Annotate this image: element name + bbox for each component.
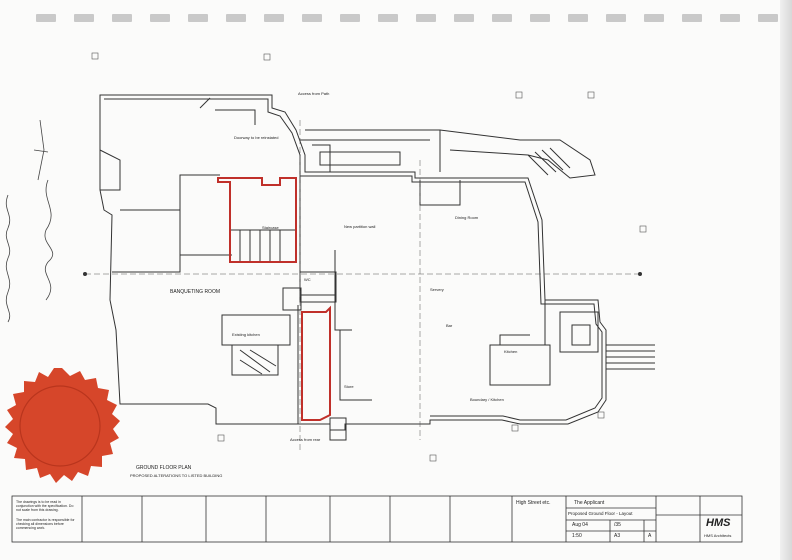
note-new-wall: New partition wall xyxy=(344,224,376,229)
title-block-frame xyxy=(11,495,743,543)
company-logo: HMS xyxy=(706,517,731,529)
note-right-room: Dining Room xyxy=(455,215,479,220)
note-kitchen: Kitchen xyxy=(504,349,518,354)
note-bottom-room: Boundary / Kitchen xyxy=(470,397,504,402)
punch-hole xyxy=(492,14,512,22)
note-bar: Bar xyxy=(446,323,453,328)
punch-hole xyxy=(568,14,588,22)
punch-hole xyxy=(720,14,740,22)
punch-hole xyxy=(302,14,322,22)
note-lower-access: Access from rear xyxy=(290,437,321,442)
note-stair: Staircase xyxy=(262,225,279,230)
company-name: HMS Architects xyxy=(704,533,732,538)
note-wc: WC xyxy=(304,277,311,282)
sheet-size: A3 xyxy=(614,533,621,539)
wax-seal-icon xyxy=(5,368,120,483)
highlight-outline xyxy=(217,177,331,421)
drawing-title: Proposed Ground Floor - Layout xyxy=(568,511,633,516)
room-label-small: Existing kitchen xyxy=(232,332,260,337)
punch-hole xyxy=(682,14,702,22)
title-block-notes-2: The main contractor is responsible for c… xyxy=(16,518,75,530)
note-store: Store xyxy=(344,384,354,389)
outer-wall xyxy=(99,94,607,431)
note-doorway: Doorway to be reinstated xyxy=(234,135,279,140)
punch-hole xyxy=(454,14,474,22)
punch-hole xyxy=(36,14,56,22)
room-label-main: BANQUETING ROOM xyxy=(170,289,221,295)
punch-hole xyxy=(226,14,246,22)
punch-hole xyxy=(264,14,284,22)
plan-title: GROUND FLOOR PLAN xyxy=(136,465,192,471)
punch-hole xyxy=(112,14,132,22)
punch-hole xyxy=(378,14,398,22)
punch-hole xyxy=(340,14,360,22)
punch-hole xyxy=(416,14,436,22)
drawing-scale: 1:50 xyxy=(572,533,582,539)
title-block-notes: The drawings is to be read in conjunctio… xyxy=(16,500,74,512)
inner-wall xyxy=(104,98,603,421)
note-servery: Servery xyxy=(430,287,444,292)
plan-subtitle: PROPOSED ALTERATIONS TO LISTED BUILDING xyxy=(130,473,223,478)
punch-hole xyxy=(606,14,626,22)
drawing-date: Aug 04 xyxy=(572,522,588,528)
punch-hole xyxy=(530,14,550,22)
punch-hole xyxy=(644,14,664,22)
revision: A xyxy=(648,533,652,539)
punch-hole xyxy=(150,14,170,22)
project-name: High Street etc. xyxy=(516,500,551,506)
note-top-entrance: Access from Path xyxy=(298,91,330,96)
client-name: The Applicant xyxy=(574,500,605,506)
page-edge-shadow xyxy=(780,0,792,560)
punch-hole xyxy=(758,14,778,22)
drawing-number: /35 xyxy=(614,522,621,528)
signature-scribble xyxy=(5,119,54,323)
punch-hole xyxy=(188,14,208,22)
punch-hole xyxy=(74,14,94,22)
